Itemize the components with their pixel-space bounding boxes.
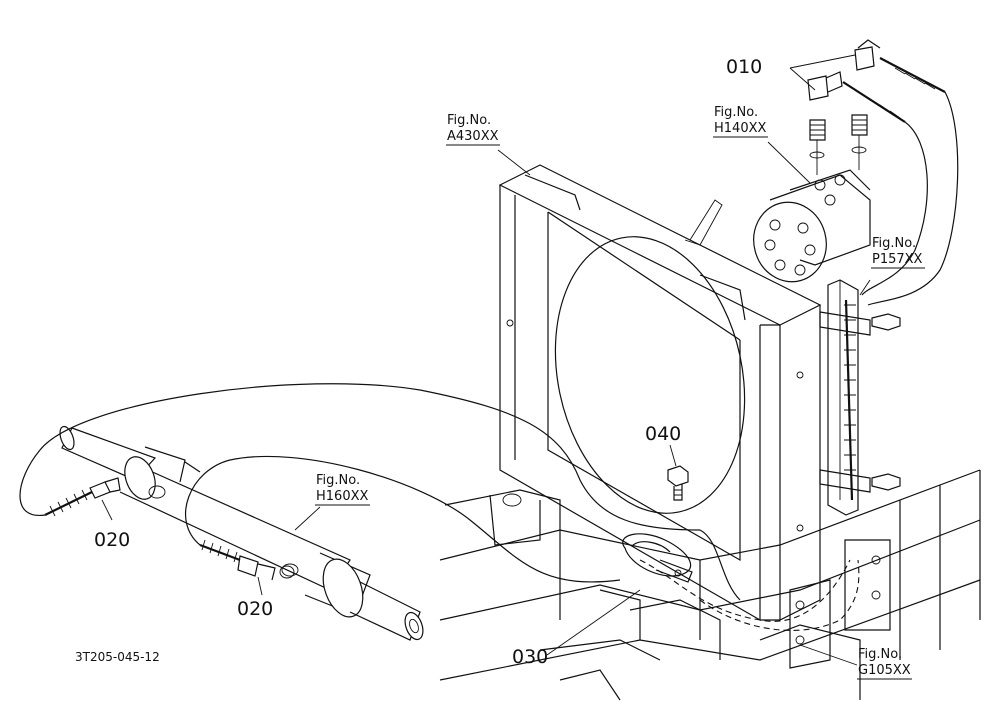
fig-ref-p157[interactable]: Fig.No. P157XX [871,236,925,269]
part-number-010[interactable]: 010 [726,56,762,78]
svg-text:Fig.No.: Fig.No. [447,113,491,128]
svg-text:Fig.No.: Fig.No. [714,105,758,120]
svg-text:A430XX: A430XX [447,129,499,144]
hoses-upper [842,57,959,306]
drawing-code: 3T205-045-12 [75,650,160,664]
part-number-020-left[interactable]: 020 [94,529,130,551]
steering-unit [753,39,881,283]
svg-text:G105XX: G105XX [858,663,911,678]
hoses-lower [19,383,860,631]
svg-text:Fig.No.: Fig.No. [858,647,902,662]
fig-ref-h160[interactable]: Fig.No. H160XX [315,473,370,506]
hose-clamp [622,533,693,583]
part-number-030[interactable]: 030 [512,646,548,668]
svg-text:Fig.No.: Fig.No. [316,473,360,488]
svg-text:H160XX: H160XX [316,489,368,504]
svg-text:Fig.No.: Fig.No. [872,236,916,251]
fig-ref-a430[interactable]: Fig.No. A430XX [446,113,500,146]
fig-ref-h140[interactable]: Fig.No. H140XX [713,105,768,138]
bracket-rod [789,279,901,669]
leader-lines [101,54,871,666]
svg-text:H140XX: H140XX [714,121,766,136]
bolt [667,465,689,501]
part-number-040[interactable]: 040 [645,423,681,445]
part-number-020-right[interactable]: 020 [237,598,273,620]
svg-text:P157XX: P157XX [872,252,923,267]
chassis-frame [439,469,981,701]
radiator-shroud [498,164,822,622]
fig-ref-g105[interactable]: Fig.No. G105XX [857,647,912,680]
steering-cylinder [59,425,424,641]
